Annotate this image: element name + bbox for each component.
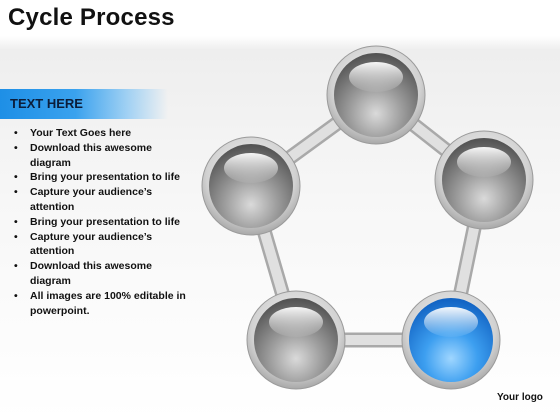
node-top (326, 45, 426, 145)
slide-title: Cycle Process (8, 4, 175, 31)
node-left (201, 136, 301, 236)
bullet-item: All images are 100% editable in powerpoi… (14, 289, 194, 319)
node-right (434, 130, 534, 230)
bullet-item: Capture your audience’s attention (14, 230, 194, 260)
bullet-item: Download this awesome diagram (14, 259, 194, 289)
header-band (0, 89, 168, 119)
node-bottom-right (401, 290, 501, 390)
bullet-item: Your Text Goes here (14, 126, 194, 141)
bullet-item: Capture your audience’s attention (14, 185, 194, 215)
bullet-item: Download this awesome diagram (14, 141, 194, 171)
bullet-list: Your Text Goes here Download this awesom… (14, 126, 194, 318)
header-text: TEXT HERE (10, 96, 83, 111)
bullet-item: Bring your presentation to life (14, 215, 194, 230)
node-bottom-left (246, 290, 346, 390)
bullet-item: Bring your presentation to life (14, 170, 194, 185)
logo-text: Your logo (497, 392, 543, 403)
